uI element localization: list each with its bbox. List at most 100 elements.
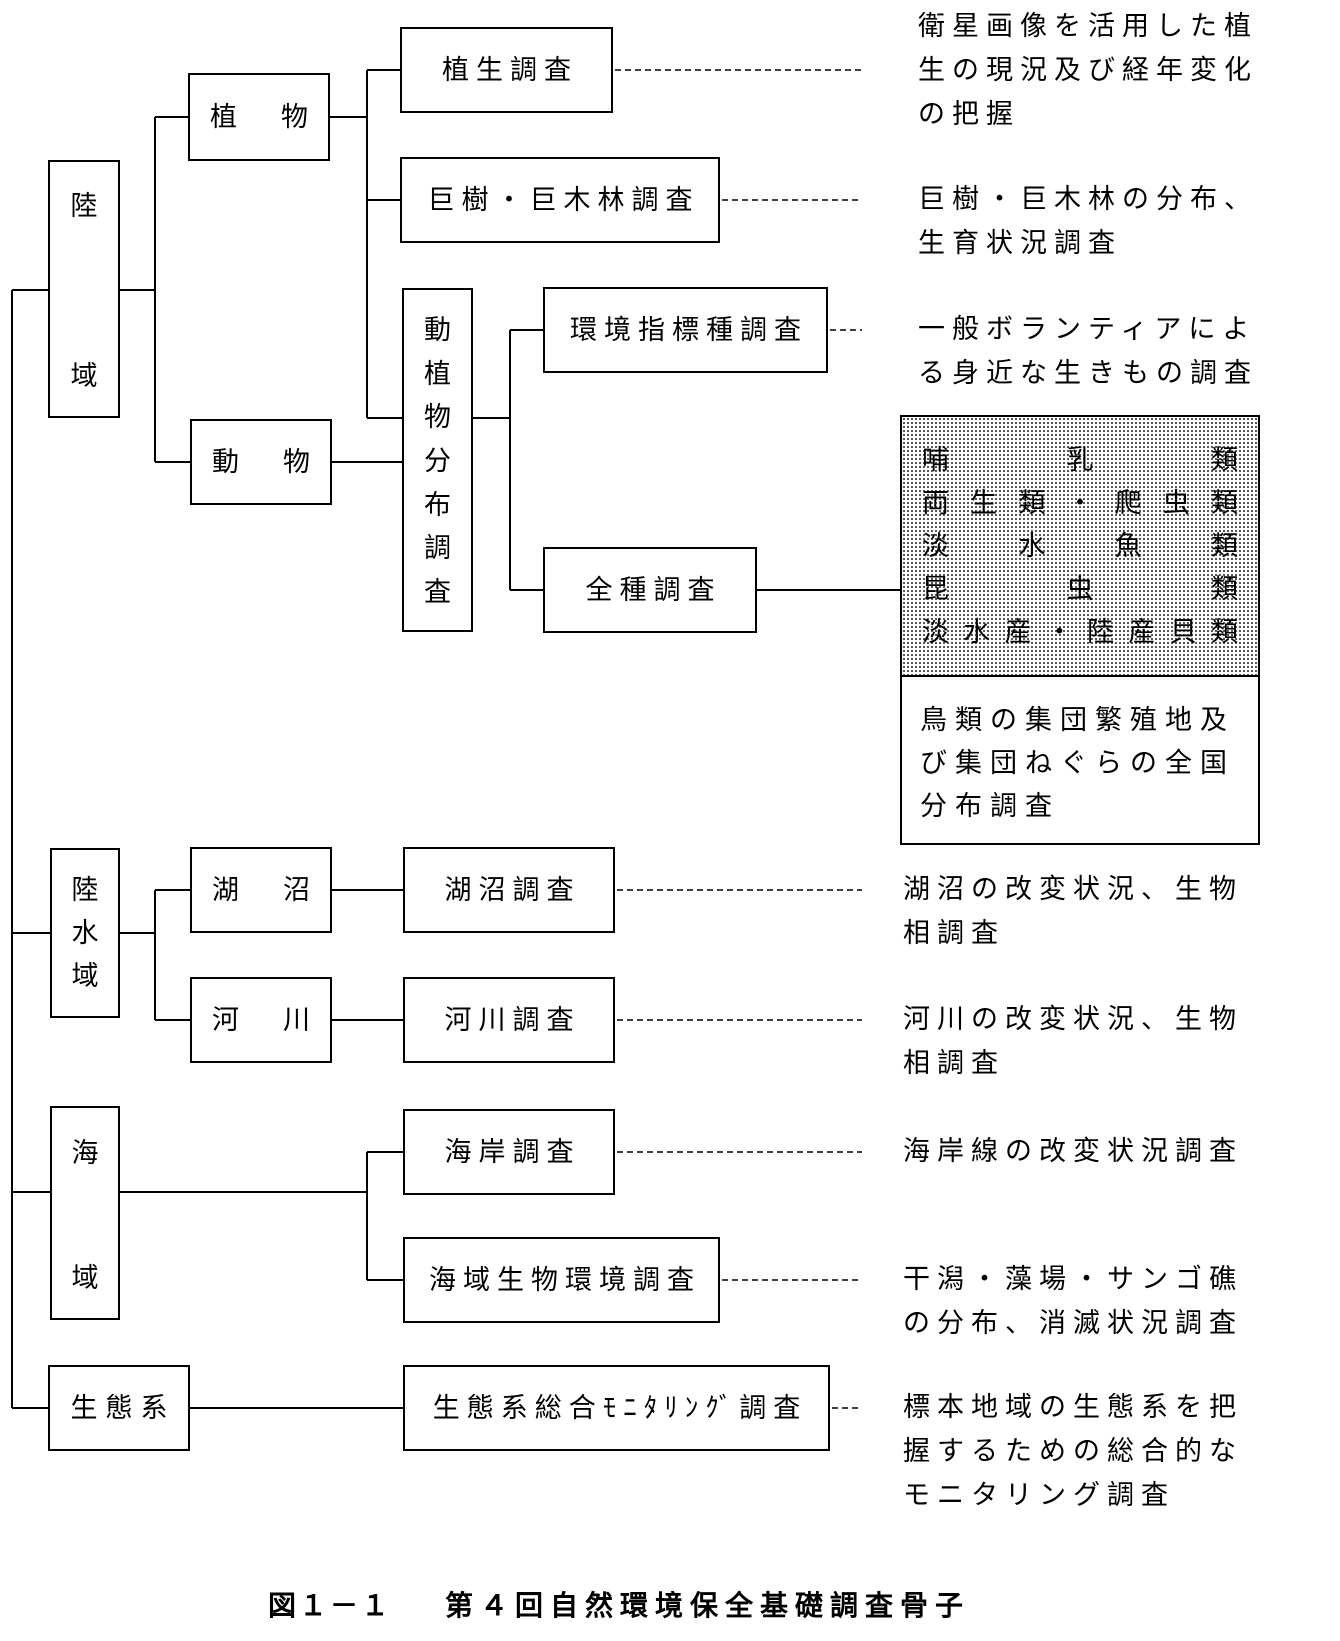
label-char: 河 bbox=[212, 1004, 239, 1036]
label-char: 虫 bbox=[1066, 574, 1094, 605]
box-all-species-survey: 全種調査 bbox=[543, 547, 757, 633]
description-line: 相調査 bbox=[903, 918, 1005, 949]
description-line: 標本地域の生態系を把 bbox=[903, 1392, 1243, 1423]
label-char: 水 bbox=[1018, 531, 1046, 562]
box-ecosystem-monitoring-survey: 生態系総合ﾓﾆﾀﾘﾝｸﾞ調査 bbox=[403, 1365, 830, 1451]
label-char: 昆 bbox=[922, 574, 949, 605]
bird-survey-line: 鳥類の集団繁殖地及 bbox=[920, 705, 1235, 736]
description-line: モニタリング調査 bbox=[903, 1480, 1175, 1511]
label-char: 湖 bbox=[212, 874, 239, 906]
marine-survey-label: 海域生物環境調査 bbox=[429, 1264, 701, 1296]
box-animals: 動物 bbox=[190, 419, 332, 505]
label-char: 乳 bbox=[1066, 445, 1094, 476]
label-char: 物 bbox=[281, 101, 308, 133]
box-rivers: 河川 bbox=[190, 977, 332, 1063]
box-lakes-label: 湖沼 bbox=[192, 877, 330, 904]
box-river-survey: 河川調査 bbox=[403, 977, 615, 1063]
description-line: 相調査 bbox=[903, 1048, 1005, 1079]
label-char: 植 bbox=[424, 358, 451, 390]
label-char: 貝 bbox=[1169, 617, 1197, 648]
label-char: 海 bbox=[71, 1138, 99, 1169]
box-plants-label: 植物 bbox=[190, 104, 328, 131]
coast-description: 海岸線の改変状況調査 bbox=[903, 1130, 1243, 1174]
description-line: 海岸線の改変状況調査 bbox=[903, 1136, 1243, 1167]
label-char: 動 bbox=[424, 315, 451, 346]
label-char: ・ bbox=[1045, 617, 1073, 648]
label-char: 植 bbox=[210, 101, 237, 133]
label-char: 淡 bbox=[922, 531, 949, 562]
bird-survey-line: び集団ねぐらの全国 bbox=[920, 748, 1235, 779]
label-char: 類 bbox=[1210, 531, 1238, 562]
label-char: 哺 bbox=[922, 445, 949, 476]
figure-number: 図１－１ bbox=[268, 1589, 393, 1622]
box-sea-label: 海域 bbox=[52, 1108, 118, 1318]
ecosystem-monitoring-survey-label: 生態系総合ﾓﾆﾀﾘﾝｸﾞ調査 bbox=[432, 1392, 808, 1424]
label-char: 陸 bbox=[1087, 617, 1115, 648]
bird-survey-line: 分布調査 bbox=[920, 791, 1060, 822]
giant-trees-description: 巨樹・巨木林の分布、 生育状況調査 bbox=[918, 178, 1258, 266]
box-lakes: 湖沼 bbox=[190, 847, 332, 933]
figure-title: 第４回自然環境保全基礎調査骨子 bbox=[445, 1589, 971, 1622]
label-char: 水 bbox=[963, 617, 991, 648]
box-coast-survey: 海岸調査 bbox=[403, 1109, 615, 1195]
label-char: 調 bbox=[424, 533, 451, 565]
box-plants: 植物 bbox=[188, 73, 330, 161]
indicator-species-description: 一般ボランティアによ る身近な生きもの調査 bbox=[918, 308, 1258, 396]
box-lake-survey: 湖沼調査 bbox=[403, 847, 615, 933]
label-char: 物 bbox=[283, 446, 310, 478]
target-row: 淡水魚類 bbox=[922, 525, 1238, 568]
description-line: の分布、消滅状況調査 bbox=[903, 1308, 1243, 1339]
description-line: 河川の改変状況、生物 bbox=[903, 1004, 1243, 1035]
label-char: 産 bbox=[1004, 617, 1032, 648]
label-char: 陸 bbox=[70, 191, 98, 222]
label-char: 域 bbox=[70, 361, 98, 392]
river-description: 河川の改変状況、生物 相調査 bbox=[903, 998, 1243, 1086]
label-char: 両 bbox=[922, 488, 949, 519]
box-land: 陸域 bbox=[48, 160, 120, 418]
lake-description: 湖沼の改変状況、生物 相調査 bbox=[903, 868, 1243, 956]
label-char: 布 bbox=[424, 489, 451, 521]
label-char: 魚 bbox=[1114, 531, 1142, 562]
giant-trees-survey-label: 巨樹・巨木林調査 bbox=[427, 184, 700, 216]
box-inland-water: 陸水域 bbox=[50, 848, 120, 1018]
label-char: 分 bbox=[424, 445, 451, 477]
label-char: 水 bbox=[71, 918, 99, 949]
description-line: 生の現況及び経年変化 bbox=[918, 55, 1258, 86]
target-row: 昆虫類 bbox=[922, 568, 1238, 611]
label-char: 類 bbox=[1210, 617, 1238, 648]
label-char: 類 bbox=[1211, 574, 1238, 605]
label-char: 虫 bbox=[1162, 488, 1190, 519]
box-flora-fauna-survey: 動植物分布調査 bbox=[402, 288, 473, 632]
label-char: 川 bbox=[283, 1004, 310, 1036]
label-char: 沼 bbox=[283, 874, 310, 906]
target-row: 両生類・爬虫類 bbox=[922, 482, 1238, 525]
all-species-survey-label: 全種調査 bbox=[585, 574, 722, 606]
box-rivers-label: 河川 bbox=[192, 1007, 330, 1034]
box-ecosystem: 生態系 bbox=[48, 1365, 190, 1451]
box-land-label: 陸域 bbox=[50, 162, 118, 416]
label-char: 動 bbox=[212, 446, 239, 478]
marine-description: 干潟・藻場・サンゴ礁 の分布、消滅状況調査 bbox=[903, 1258, 1243, 1346]
box-sea: 海域 bbox=[50, 1106, 120, 1320]
label-char: 生 bbox=[970, 488, 998, 519]
all-species-targets-box: 哺乳類 両生類・爬虫類 淡水魚類 昆虫類 淡水産・陸産貝類 bbox=[900, 415, 1260, 677]
box-inland-water-label: 陸水域 bbox=[52, 850, 118, 1016]
box-vegetation-survey: 植生調査 bbox=[400, 27, 613, 113]
description-line: の把握 bbox=[918, 99, 1020, 130]
vegetation-survey-label: 植生調査 bbox=[442, 54, 578, 86]
label-char: 域 bbox=[71, 961, 99, 992]
box-giant-trees-survey: 巨樹・巨木林調査 bbox=[400, 157, 720, 243]
river-survey-label: 河川調査 bbox=[444, 1004, 581, 1036]
target-row: 淡水産・陸産貝類 bbox=[922, 611, 1238, 654]
label-char: 類 bbox=[1211, 445, 1238, 476]
box-indicator-species-survey: 環境指標種調査 bbox=[543, 287, 828, 373]
label-char: 産 bbox=[1128, 617, 1156, 648]
description-line: 湖沼の改変状況、生物 bbox=[903, 874, 1243, 905]
description-line: 干潟・藻場・サンゴ礁 bbox=[903, 1264, 1243, 1295]
box-animals-label: 動物 bbox=[192, 449, 330, 476]
label-char: 類 bbox=[1018, 488, 1046, 519]
label-char: 爬 bbox=[1114, 488, 1142, 519]
description-line: 生育状況調査 bbox=[918, 228, 1122, 259]
target-row: 哺乳類 bbox=[922, 439, 1238, 482]
